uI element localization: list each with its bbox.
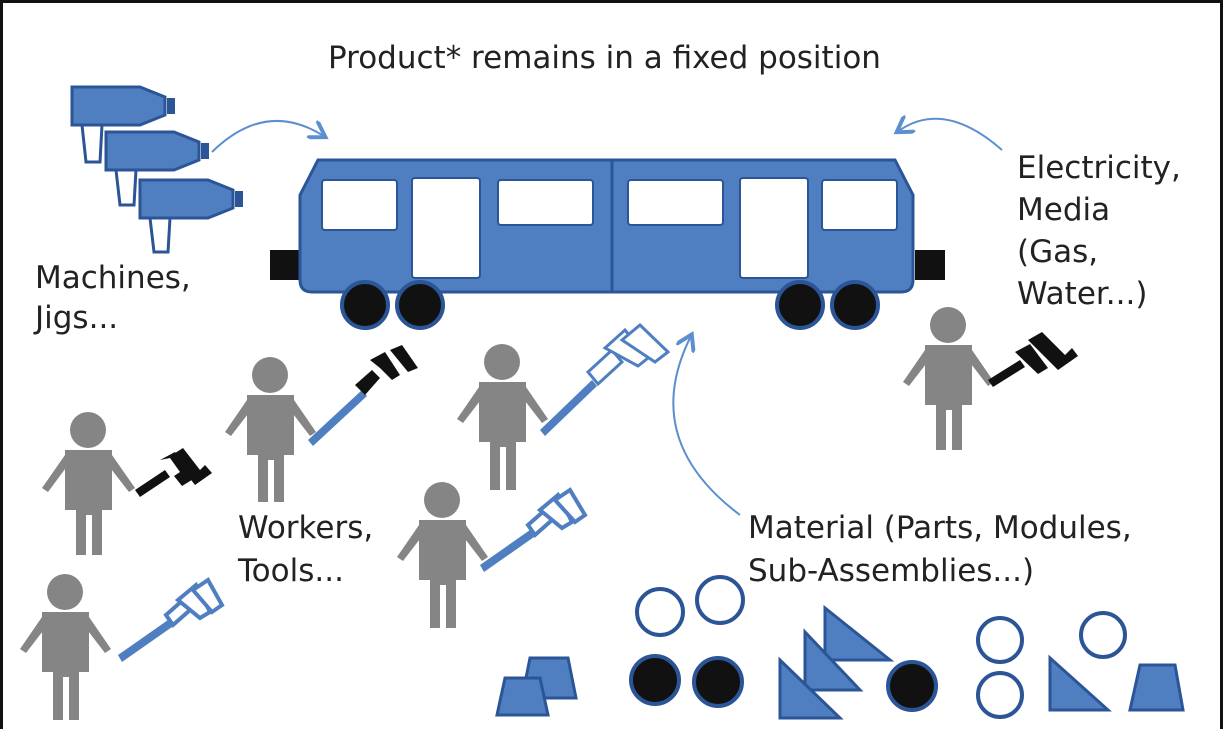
worker-figure-icon <box>20 574 225 720</box>
worker-figure-icon <box>397 482 588 628</box>
label-line: Electricity, <box>1017 150 1181 186</box>
arrow-electricity-icon <box>900 119 1003 151</box>
label-line: (Gas, <box>1017 234 1099 270</box>
worker-figure-icon <box>903 307 1078 450</box>
material-parts-icon <box>495 575 1185 720</box>
label-line: Jigs... <box>35 300 119 336</box>
worker-figure-icon <box>457 322 671 490</box>
label-line: Workers, <box>238 510 374 546</box>
label-line: Media <box>1017 192 1111 228</box>
diagram-title: Product* remains in a fixed position <box>328 40 881 76</box>
label-line: Tools... <box>238 553 344 589</box>
worker-figure-icon <box>225 345 418 502</box>
label-line: Material (Parts, Modules, <box>748 510 1132 546</box>
train-icon <box>270 158 945 330</box>
arrow-machines-icon <box>211 119 322 153</box>
label-line: Water...) <box>1017 276 1148 312</box>
label-line: Machines, <box>35 260 191 296</box>
worker-figure-icon <box>42 412 212 555</box>
label-line: Sub-Assemblies...) <box>748 553 1035 589</box>
machine-icon <box>70 85 243 254</box>
arrow-material-icon <box>672 338 741 516</box>
